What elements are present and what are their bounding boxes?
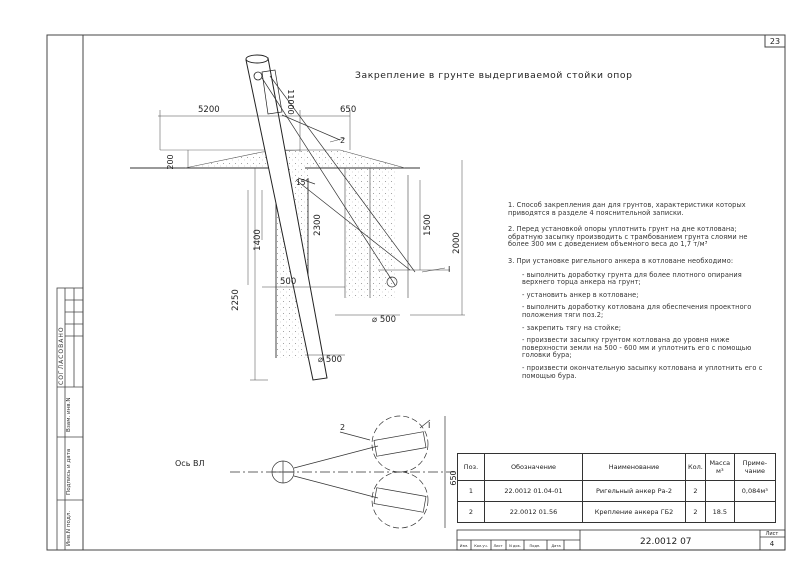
spec-pos: 1 [457,480,485,502]
title-block [456,529,786,551]
note-3-item: - произвести окончательную засыпку котло… [522,363,763,380]
page-number: 23 [770,37,780,46]
spec-header-designation: Обозначение [484,453,583,481]
specification-table: Поз. Обозначение Наименование Кол. Масса… [457,453,776,523]
page-number-box [764,34,786,48]
callout-2-top: 2 [340,136,345,145]
dim-2000: 2000 [452,232,462,254]
dim-500-left: 500 [280,277,296,287]
title-block-sheet-label: Лист [766,531,779,537]
angle-label: 15° [296,178,310,187]
tb-col-list: Лист [493,544,502,548]
spec-mass [704,480,735,502]
title-block-code: 22.0012 07 [640,537,692,547]
note-3-item: - закрепить тягу на стойке; [522,323,622,332]
axis-label: Ось ВЛ [175,459,204,468]
dim-1400: 1400 [253,229,263,251]
sheet-frame [46,34,786,551]
spec-qty: 2 [685,480,706,502]
spec-note [733,501,776,523]
spec-name: Ригельный анкер Ра-2 [582,480,686,502]
notes: 1. Способ закрепления дан для грунтов, х… [508,201,770,385]
spec-pos: 2 [457,501,485,523]
plan-dim-650: 650 [449,470,458,485]
tb-col-kol: Кол.уч. [474,544,488,548]
dim-11000: 11000 [286,89,295,114]
dim-5200: 5200 [198,105,220,115]
plan-view [230,415,455,529]
callout-1-plan: I [428,421,430,430]
dim-200: 200 [166,154,175,169]
spec-header-qty: Кол. [685,453,706,481]
spec-qty: 2 [685,501,706,523]
dim-2300: 2300 [313,214,323,236]
note-3-item: - произвести засыпку грунтом котлована д… [522,336,752,360]
note-3-item: - установить анкер в котловане; [522,290,639,299]
tb-col-izm: Изм. [460,544,468,548]
stamp-agreed: СОГЛАСОВАНО [58,326,65,385]
spec-header-pos: Поз. [457,453,485,481]
dim-650-top: 650 [340,105,356,115]
dim-500-right: ⌀ 500 [372,315,396,325]
anchor-pit [344,168,409,298]
spec-designation: 22.0012 01.56 [484,501,583,523]
note-3: 3. При установке ригельного анкера в кот… [508,256,734,265]
dimension-lines [158,110,465,381]
stamp-inv-sub: Взам. инв.N [66,397,72,432]
spec-header-row: Поз. Обозначение Наименование Кол. Масса… [457,453,776,481]
tie-rod [261,75,416,288]
stamp-sign-date: Подпись и дата [66,448,72,495]
note-1: 1. Способ закрепления дан для грунтов, х… [508,201,746,217]
note-3-item: - выполнить доработку грунта для более п… [522,270,742,287]
tb-col-podp: Подп. [530,544,541,548]
spec-header-name: Наименование [582,453,686,481]
callout-1-right: I [448,265,450,274]
stamp-inv-orig: Инв.N подл. [66,510,72,546]
spec-note: 0,084м³ [733,480,776,502]
drawing-title: Закрепление в грунте выдергиваемой стойк… [355,70,633,81]
pole [245,54,328,381]
spec-name: Крепление анкера ГБ2 [582,501,686,523]
tb-col-ndok: N док. [509,544,521,548]
spec-mass: 18.5 [704,501,735,523]
side-stamp [56,287,84,551]
spec-header-note: Приме-чание [733,453,776,481]
spec-header-mass: Масса м³ [704,453,735,481]
note-2: 2. Перед установкой опоры уплотнить грун… [508,225,748,249]
dim-1500: 1500 [423,214,433,236]
dim-2250: 2250 [231,289,241,311]
note-3-item: - выполнить доработку котлована для обес… [522,303,752,319]
tb-col-data: Дата [551,544,560,548]
table-row: 2 22.0012 01.56 Крепление анкера ГБ2 2 1… [457,501,776,523]
spec-designation: 22.0012 01.04-01 [484,480,583,502]
table-row: 1 22.0012 01.04-01 Ригельный анкер Ра-2 … [457,480,776,502]
title-block-sheet-num: 4 [770,540,775,548]
dim-500-bottom: ⌀ 500 [318,355,342,365]
callout-2-plan: 2 [340,423,345,432]
